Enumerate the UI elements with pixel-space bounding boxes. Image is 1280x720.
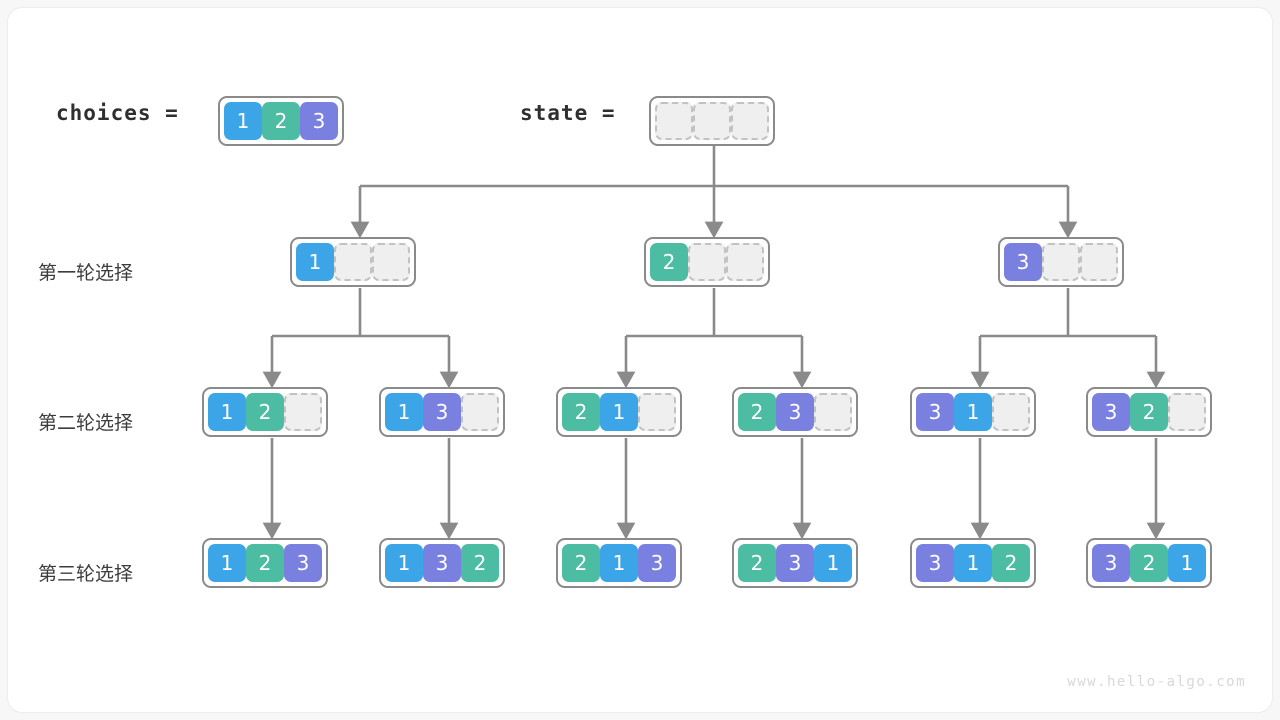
array-cell-filled: 2 (246, 393, 284, 431)
array-cell-empty (693, 102, 731, 140)
array-cell-filled: 1 (385, 544, 423, 582)
array-cell-filled: 3 (776, 544, 814, 582)
array-cell-empty (461, 393, 499, 431)
array-cell-filled: 2 (738, 544, 776, 582)
array-cell-filled: 2 (650, 243, 688, 281)
array-cell-filled: 1 (1168, 544, 1206, 582)
array-cell-filled: 3 (916, 393, 954, 431)
array-cell-empty (726, 243, 764, 281)
array-cell-filled: 1 (814, 544, 852, 582)
row-label-round-3: 第三轮选择 (38, 563, 134, 585)
array-cell-filled: 1 (208, 544, 246, 582)
array-cell-empty (1168, 393, 1206, 431)
array-cell-filled: 2 (246, 544, 284, 582)
array-cell-filled: 2 (992, 544, 1030, 582)
array-cell-filled: 1 (385, 393, 423, 431)
array-cell-filled: 2 (562, 544, 600, 582)
array-cell-filled: 1 (954, 393, 992, 431)
array-cell-filled: 1 (296, 243, 334, 281)
connector-lines (262, 136, 1166, 540)
array-cell-empty (334, 243, 372, 281)
array-cell-filled: 1 (208, 393, 246, 431)
array-cell-filled: 3 (300, 102, 338, 140)
state-label: state = (520, 101, 616, 125)
array-cell-empty (688, 243, 726, 281)
choices-label: choices = (56, 101, 179, 125)
array-cell-empty (372, 243, 410, 281)
watermark: www.hello-algo.com (1067, 674, 1246, 690)
state-array (649, 96, 775, 146)
level1-node-0: 1 (290, 237, 416, 287)
array-cell-filled: 3 (423, 393, 461, 431)
row-label-round-1: 第一轮选择 (38, 262, 134, 284)
array-cell-empty (814, 393, 852, 431)
array-cell-filled: 1 (600, 393, 638, 431)
array-cell-empty (655, 102, 693, 140)
row-label-round-2: 第二轮选择 (38, 412, 134, 434)
array-cell-filled: 2 (461, 544, 499, 582)
array-cell-filled: 3 (916, 544, 954, 582)
array-cell-filled: 2 (1130, 393, 1168, 431)
array-cell-filled: 1 (954, 544, 992, 582)
array-cell-empty (1042, 243, 1080, 281)
array-cell-filled: 3 (776, 393, 814, 431)
array-cell-filled: 3 (284, 544, 322, 582)
level1-node-1: 2 (644, 237, 770, 287)
array-cell-empty (992, 393, 1030, 431)
array-cell-empty (638, 393, 676, 431)
array-cell-filled: 2 (1130, 544, 1168, 582)
array-cell-empty (731, 102, 769, 140)
array-cell-filled: 3 (1092, 544, 1130, 582)
array-cell-filled: 3 (1004, 243, 1042, 281)
array-cell-empty (284, 393, 322, 431)
array-cell-filled: 1 (224, 102, 262, 140)
array-cell-filled: 3 (638, 544, 676, 582)
array-cell-filled: 3 (423, 544, 461, 582)
array-cell-filled: 1 (600, 544, 638, 582)
array-cell-filled: 3 (1092, 393, 1130, 431)
level1-node-2: 3 (998, 237, 1124, 287)
array-cell-filled: 2 (738, 393, 776, 431)
array-cell-filled: 2 (262, 102, 300, 140)
array-cell-empty (1080, 243, 1118, 281)
array-cell-filled: 2 (562, 393, 600, 431)
